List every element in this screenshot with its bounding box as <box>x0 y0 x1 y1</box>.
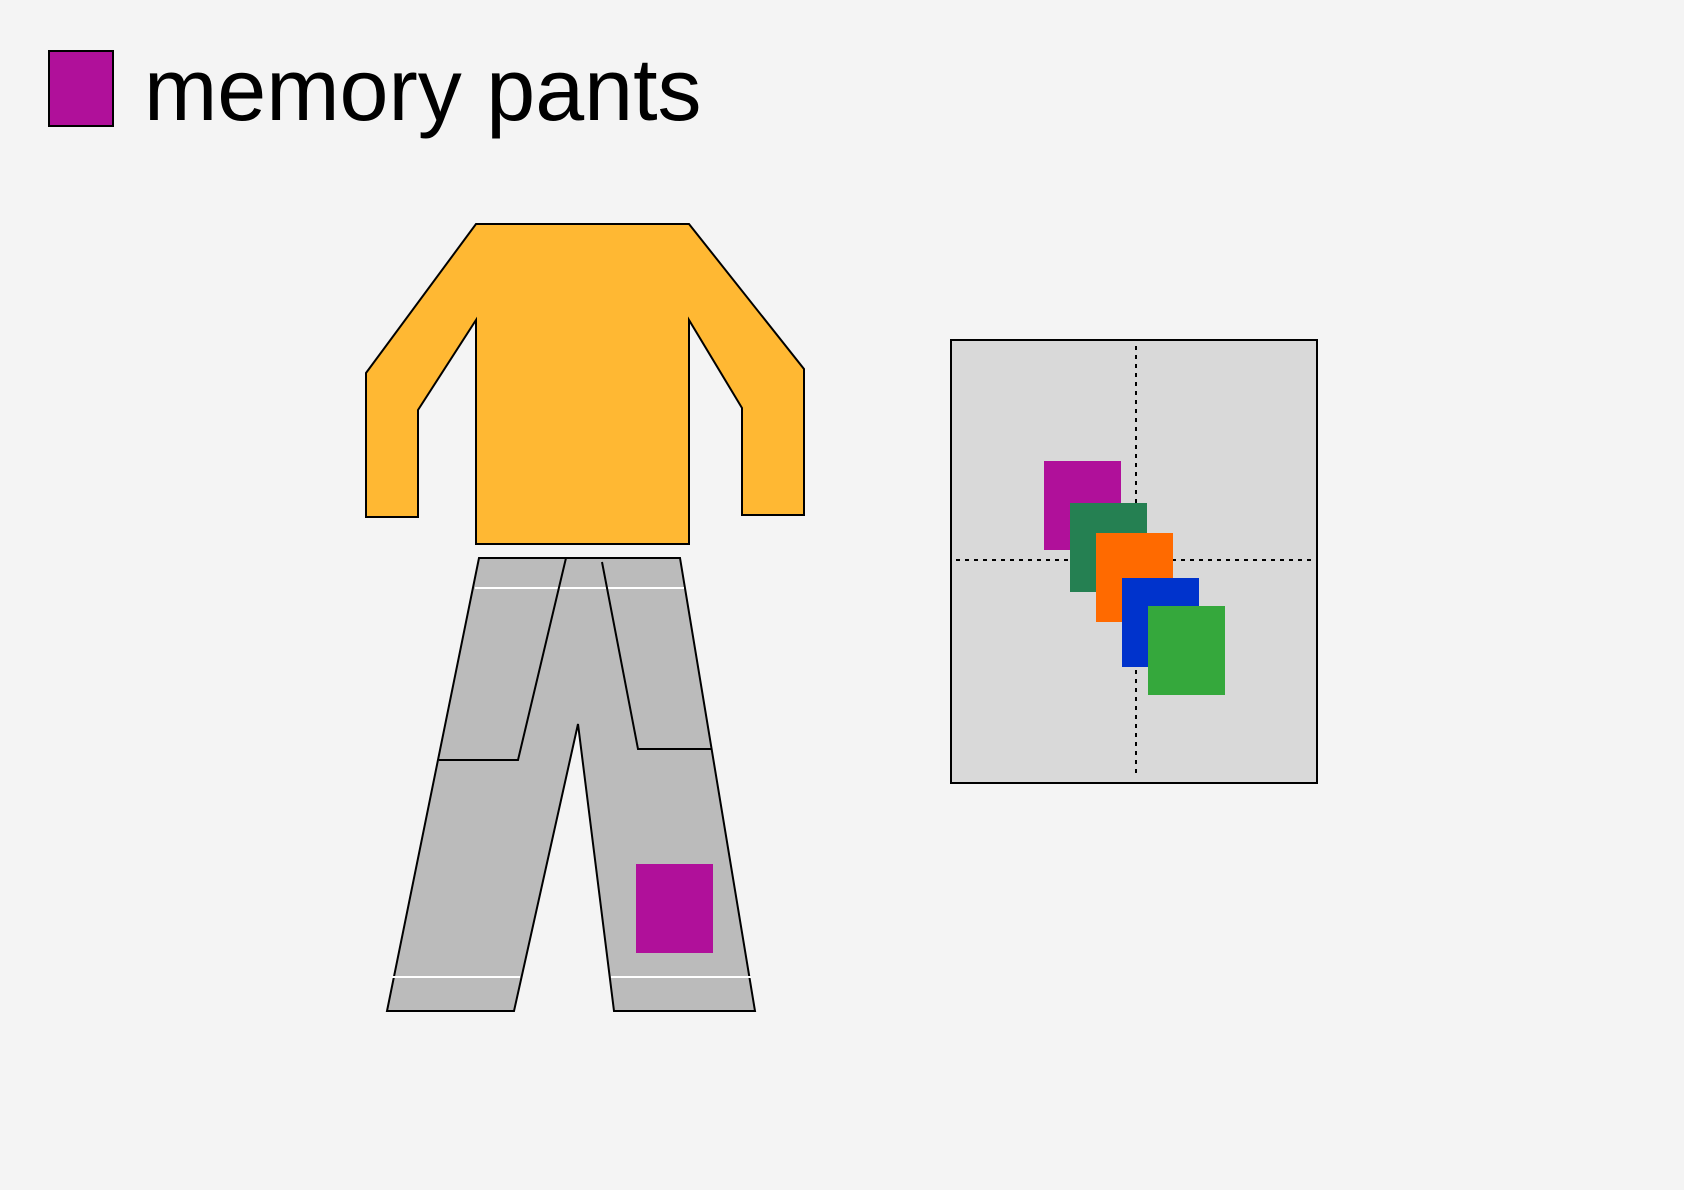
shirt-shape <box>365 223 805 545</box>
memory-stack <box>1044 461 1225 695</box>
memory-panel <box>950 339 1318 784</box>
title-row: memory pants <box>48 40 702 139</box>
memory-stack-square-5 <box>1148 606 1225 695</box>
pants <box>385 557 757 1012</box>
pants-left-pocket-line <box>439 557 567 761</box>
pants-patch <box>636 864 713 953</box>
title-text: memory pants <box>144 40 702 139</box>
title-swatch <box>48 50 114 127</box>
pants-right-pocket-line <box>601 561 711 750</box>
